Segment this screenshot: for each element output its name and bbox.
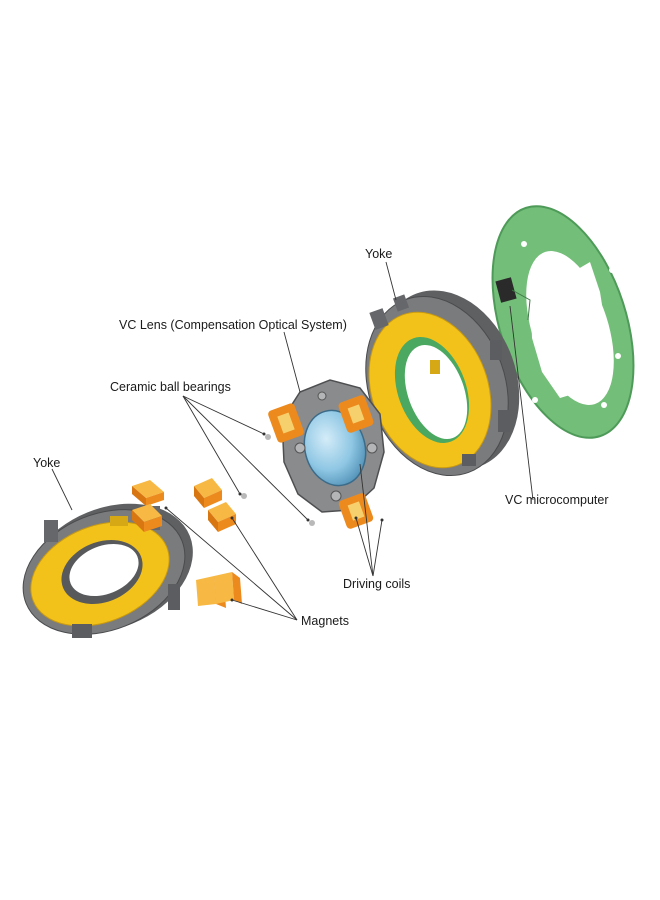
vc-microcomputer-board (491, 205, 635, 439)
label-magnets: Magnets (301, 614, 349, 628)
leader-arrowheads (164, 432, 384, 602)
yoke-right-assembly (365, 290, 520, 477)
label-vc-lens: VC Lens (Compensation Optical System) (119, 318, 347, 332)
ball-bearing (309, 520, 315, 526)
leader-lines (51, 261, 534, 621)
ball-bearing (241, 493, 247, 499)
vc-lens-assembly (268, 379, 385, 529)
driving-coil (268, 403, 304, 443)
label-vc-microcomputer: VC microcomputer (505, 493, 609, 507)
driving-coil (338, 395, 374, 433)
label-yoke-left: Yoke (33, 456, 61, 470)
ball-bearing (265, 434, 271, 440)
label-driving-coils: Driving coils (343, 577, 411, 591)
label-ceramic-ball-bearings: Ceramic ball bearings (110, 380, 231, 394)
yoke-left-assembly (22, 503, 193, 638)
microcomputer-chip-icon (495, 277, 517, 303)
label-yoke-right: Yoke (365, 247, 393, 261)
magnet-group (132, 478, 242, 608)
